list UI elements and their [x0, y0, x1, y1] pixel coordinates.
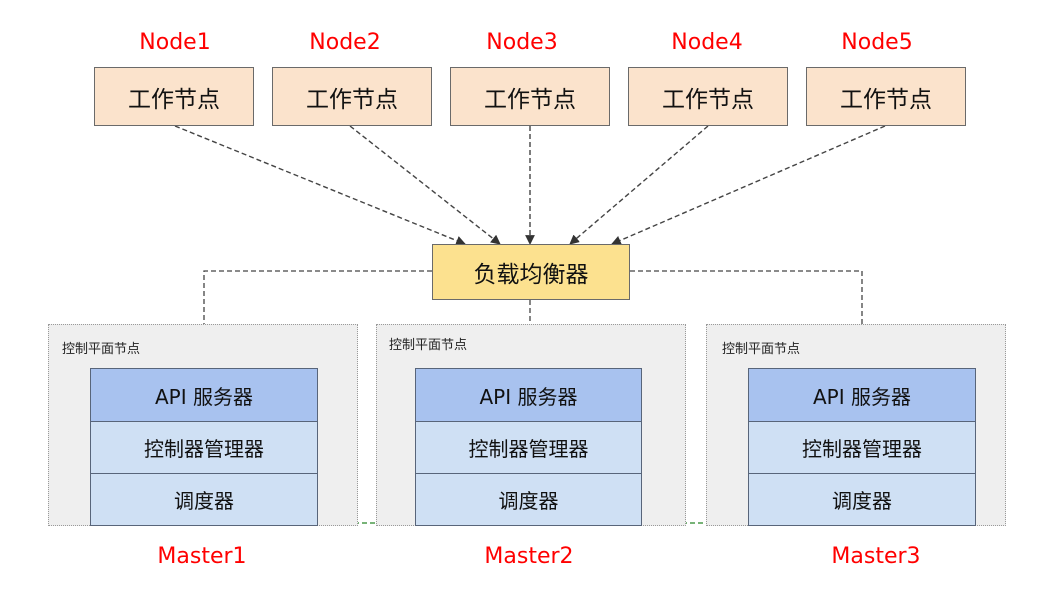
worker-node-box-3: 工作节点 [450, 67, 610, 126]
node5-label: Node5 [841, 30, 913, 55]
worker-node-box-5: 工作节点 [806, 67, 966, 126]
load-balancer-box: 负载均衡器 [432, 244, 630, 300]
worker-node-box-1: 工作节点 [94, 67, 254, 126]
master2-label: Master2 [484, 544, 574, 569]
master2-controller-manager: 控制器管理器 [415, 421, 642, 474]
control-plane-label-2: 控制平面节点 [389, 338, 468, 353]
node4-label: Node4 [671, 30, 743, 55]
master2-scheduler: 调度器 [415, 473, 642, 526]
control-plane-label-1: 控制平面节点 [62, 342, 141, 357]
master2-api-server: API 服务器 [415, 368, 642, 422]
arrow-node1-to-lb [174, 125, 466, 246]
worker-node-box-4: 工作节点 [628, 67, 788, 126]
control-plane-label-3: 控制平面节点 [722, 342, 801, 357]
arrow-node2-to-lb [349, 125, 501, 245]
worker-node-box-2: 工作节点 [272, 67, 432, 126]
node2-label: Node2 [309, 30, 381, 55]
master3-controller-manager: 控制器管理器 [748, 421, 976, 474]
master1-controller-manager: 控制器管理器 [90, 421, 318, 474]
node3-label: Node3 [486, 30, 558, 55]
master3-api-server: API 服务器 [748, 368, 976, 422]
arrow-node4-to-lb [569, 125, 709, 245]
node1-label: Node1 [139, 30, 211, 55]
master1-scheduler: 调度器 [90, 473, 318, 526]
master1-label: Master1 [157, 544, 247, 569]
master3-scheduler: 调度器 [748, 473, 976, 526]
master1-api-server: API 服务器 [90, 368, 318, 422]
arrow-node5-to-lb [611, 125, 886, 245]
master3-label: Master3 [831, 544, 921, 569]
